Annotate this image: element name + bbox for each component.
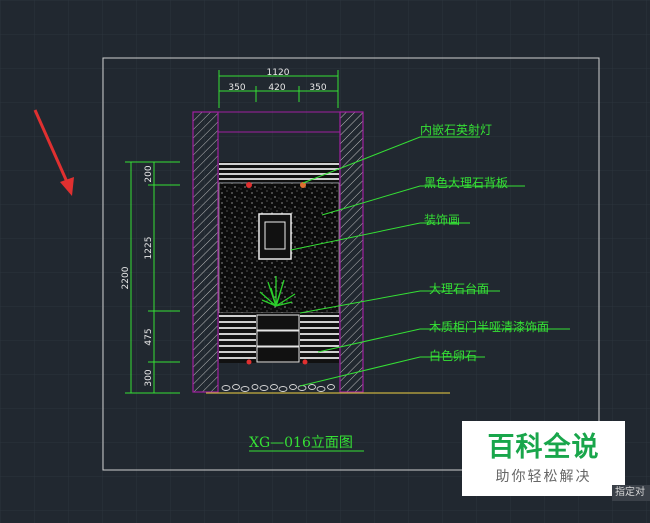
dim-top-total: 1120 [267,68,290,78]
dim-top-part-1: 350 [228,83,245,93]
plant-icon [259,276,296,307]
label-wood-cabinet-door: 木质柜门半哑清漆饰面 [429,319,549,334]
elevation-walls [192,111,364,393]
dim-top-part-2: 420 [268,83,285,93]
dim-left-part-3: 475 [144,328,154,345]
command-prompt-chip[interactable]: 指定对 [612,485,650,501]
cabinet [219,313,339,365]
drawing-frame [102,57,600,471]
top-dimension [218,70,339,108]
watermark-main-text: 百科全说 [487,431,600,463]
label-marble-countertop: 大理石台面 [429,281,489,296]
dim-top-part-3: 350 [309,83,326,93]
watermark-sub-text: 助你轻松解决 [495,468,592,485]
drawing-title: XG—016立面图 [249,435,353,451]
label-quartz-spotlight: 内嵌石英射灯 [420,122,492,137]
label-decorative-painting: 装饰画 [424,213,460,227]
pebbles [221,384,335,392]
leader-lines [290,136,570,387]
louver-top [219,162,339,182]
decorative-painting [258,213,292,260]
left-dimension [125,161,180,394]
dim-left-part-1: 200 [144,165,154,182]
dim-left-part-2: 1225 [144,237,154,260]
label-black-marble-backboard: 黑色大理石背板 [424,176,508,190]
label-white-pebbles: 白色卵石 [429,348,477,363]
dim-left-total: 2200 [121,266,131,289]
red-arrow-icon [33,109,74,196]
watermark-logo: 百科全说 助你轻松解决 [462,421,625,496]
spotlight-icons [246,182,306,188]
dim-left-part-4: 300 [144,369,154,386]
